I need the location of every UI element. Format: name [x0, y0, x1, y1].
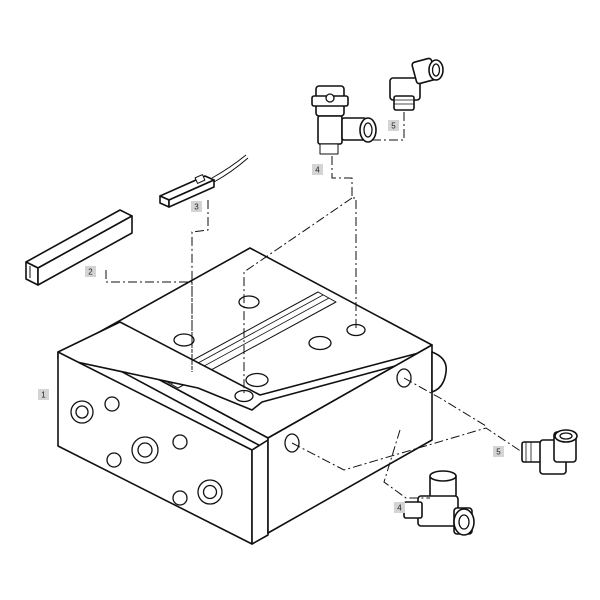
callout-4-top: 4	[312, 164, 323, 175]
assembly-leader-lines	[105, 112, 523, 499]
front-hole-4	[172, 490, 188, 506]
svg-text:4: 4	[315, 166, 320, 175]
end-plate-side	[251, 439, 269, 545]
svg-text:3: 3	[194, 203, 199, 212]
profile-cover	[25, 209, 133, 286]
top-hole-5	[245, 372, 269, 388]
proximity-sensor	[159, 154, 249, 208]
callout-3: 3	[191, 201, 202, 212]
callout-2: 2	[85, 266, 96, 277]
callout-5-top: 5	[388, 120, 399, 131]
elbow-fitting-top	[389, 57, 444, 111]
flow-control-valve-bottom	[403, 470, 475, 536]
front-bolt-1-inner	[75, 405, 89, 419]
front-hole-3	[106, 452, 122, 468]
svg-text:5: 5	[496, 448, 501, 457]
callout-1: 1	[38, 389, 49, 400]
svg-text:1: 1	[41, 391, 46, 400]
elbow-fitting-bottom	[521, 429, 578, 475]
guide-housing-top	[57, 321, 433, 411]
top-hole-1	[238, 295, 260, 309]
top-groove	[159, 291, 337, 389]
callout-5-bottom: 5	[493, 446, 504, 457]
svg-text:4: 4	[397, 504, 402, 513]
front-bolt-3-inner	[202, 484, 218, 500]
front-bolt-2-inner	[137, 442, 153, 458]
svg-text:2: 2	[88, 268, 93, 277]
end-cap	[431, 351, 448, 393]
slide-unit-body	[57, 247, 448, 545]
housing-side-face	[267, 344, 433, 534]
top-hole-3	[308, 335, 332, 351]
callout-4-bottom: 4	[394, 502, 405, 513]
svg-text:5: 5	[391, 122, 396, 131]
flow-control-valve-top	[311, 85, 377, 155]
top-hole-6	[234, 389, 254, 403]
top-hole-2	[173, 333, 195, 347]
front-hole-1	[104, 396, 120, 412]
front-hole-2	[172, 434, 188, 450]
